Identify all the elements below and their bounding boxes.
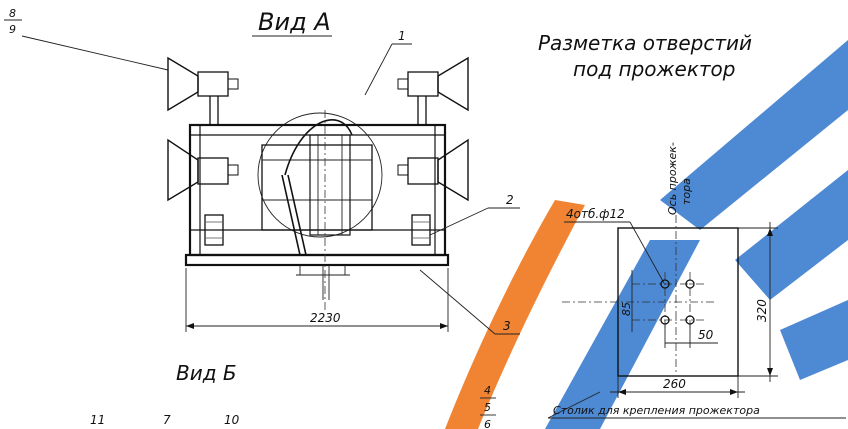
holes-title-line2: под прожектор xyxy=(573,57,736,81)
view-b-callout-11: 11 xyxy=(90,413,105,427)
hole xyxy=(685,279,695,289)
view-a-assembly xyxy=(167,56,469,310)
callout-1: 1 xyxy=(398,29,406,43)
svg-text:6: 6 xyxy=(484,418,491,429)
callout-2: 2 xyxy=(506,193,514,207)
callout-4-5-6: 4 5 6 xyxy=(480,384,496,429)
dimension-hole-spacing-vertical: 85 xyxy=(620,270,633,332)
svg-text:85: 85 xyxy=(620,302,633,316)
svg-text:260: 260 xyxy=(663,377,686,391)
hole xyxy=(660,279,670,289)
watermark-blue-stroke-1 xyxy=(545,240,700,429)
svg-text:320: 320 xyxy=(755,299,769,322)
axis-label-line1: Ось прожек- xyxy=(666,142,679,215)
mounting-plate xyxy=(562,215,739,377)
svg-text:50: 50 xyxy=(698,328,714,342)
callout-3: 3 xyxy=(503,319,511,333)
callout-8: 8 xyxy=(9,7,16,20)
dimension-hole-spacing-horizontal: 50 xyxy=(664,325,718,348)
watermark-blue-stroke-2 xyxy=(660,40,848,230)
table-caption: Столик для крепления прожектора xyxy=(553,404,760,417)
svg-text:5: 5 xyxy=(484,401,491,414)
axis-label-line2: тора xyxy=(680,178,693,205)
projector-lower-left xyxy=(167,138,239,246)
watermark xyxy=(445,40,848,429)
dimension-plate-width: 260 xyxy=(610,376,745,398)
holes-callout: 4отб.ф12 xyxy=(566,207,625,221)
hole xyxy=(685,315,695,325)
projector-upper-left xyxy=(167,56,239,125)
holes-title-line1: Разметка отверстий xyxy=(538,31,752,55)
projector-lower-right xyxy=(397,138,469,246)
watermark-orange-stroke xyxy=(445,200,585,429)
watermark-blue-stroke-5 xyxy=(810,180,848,235)
watermark-blue-stroke-4 xyxy=(780,300,848,380)
dimension-plate-height: 320 xyxy=(738,222,778,382)
view-b-callout-7: 7 xyxy=(163,413,171,427)
dimension-overall-width: 2230 xyxy=(185,268,449,332)
callout-9: 9 xyxy=(9,23,16,36)
projector-upper-right xyxy=(397,56,469,125)
svg-text:4: 4 xyxy=(484,384,491,397)
svg-text:2230: 2230 xyxy=(310,311,341,325)
view-a-title: Вид А xyxy=(258,8,331,36)
hole xyxy=(660,315,670,325)
view-b-callout-10: 10 xyxy=(224,413,240,427)
view-b-title: Вид Б xyxy=(176,361,237,385)
